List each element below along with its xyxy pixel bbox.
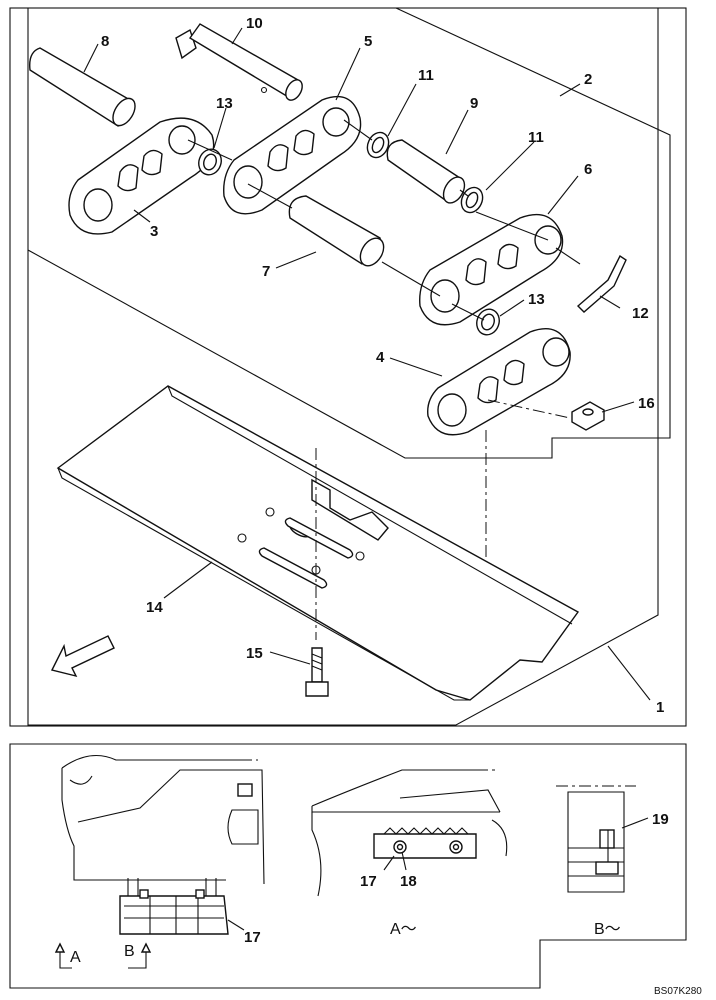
pin-part-8 xyxy=(29,47,136,127)
callout-17-side: 17 xyxy=(244,929,261,946)
bushing-part-9 xyxy=(386,139,466,204)
link-plate-part-3 xyxy=(68,117,215,235)
callout-12: 12 xyxy=(632,305,649,322)
link-plate-part-6 xyxy=(419,213,564,326)
link-assembly-outline xyxy=(27,7,671,459)
callout-13-upper: 13 xyxy=(216,95,233,112)
detail-frame xyxy=(9,743,687,989)
callout-16: 16 xyxy=(638,395,655,412)
seal-part-13-lower xyxy=(476,308,500,336)
view-b-caption: B～ xyxy=(594,921,621,938)
drawing-code: BS07K280 xyxy=(654,986,702,997)
callout-15: 15 xyxy=(246,645,263,662)
main-frame xyxy=(9,7,687,727)
bushing-part-7 xyxy=(288,195,385,267)
callout-3: 3 xyxy=(150,223,158,240)
detail-view-a xyxy=(311,769,508,897)
master-pin-part-10 xyxy=(175,23,303,101)
callout-17-view-a: 17 xyxy=(360,873,377,890)
nut-part-16 xyxy=(571,401,605,431)
view-arrow-b-label: B xyxy=(124,943,135,960)
callout-18: 18 xyxy=(400,873,417,890)
view-arrow-a xyxy=(54,942,72,969)
track-assembly-outline xyxy=(27,8,659,726)
callout-13-lower: 13 xyxy=(528,291,545,308)
callout-4: 4 xyxy=(376,349,385,366)
callout-2: 2 xyxy=(584,71,592,88)
nut-center-line xyxy=(487,399,571,419)
seal-part-13-upper xyxy=(198,148,222,176)
callout-8: 8 xyxy=(101,33,109,50)
link-plate-part-4 xyxy=(427,328,571,436)
callout-6: 6 xyxy=(584,161,592,178)
callout-7: 7 xyxy=(262,263,270,280)
axis-line-upper xyxy=(187,119,549,241)
callout-1: 1 xyxy=(656,699,664,716)
detail-view-b xyxy=(556,785,649,893)
detail-side-view xyxy=(61,754,265,935)
callout-11-lower: 11 xyxy=(528,129,544,146)
callout-5: 5 xyxy=(364,33,372,50)
callout-10: 10 xyxy=(246,15,263,32)
direction-arrow-icon xyxy=(50,635,115,678)
leader-lines xyxy=(83,27,651,701)
bolt-part-15 xyxy=(305,647,329,697)
callout-11-upper: 11 xyxy=(418,67,434,84)
track-shoe-part-14 xyxy=(56,385,580,701)
view-arrow-b xyxy=(128,942,152,969)
axis-line-lower xyxy=(247,183,581,321)
view-arrow-a-label: A xyxy=(70,949,81,966)
spacer-part-11-upper xyxy=(366,131,390,159)
view-a-caption: A～ xyxy=(390,921,417,938)
spacer-part-11-lower xyxy=(460,186,484,214)
callout-9: 9 xyxy=(470,95,478,112)
lock-pin-part-12 xyxy=(576,254,627,313)
link-plate-part-5 xyxy=(223,95,362,215)
callout-19: 19 xyxy=(652,811,669,828)
callout-14: 14 xyxy=(146,599,163,616)
